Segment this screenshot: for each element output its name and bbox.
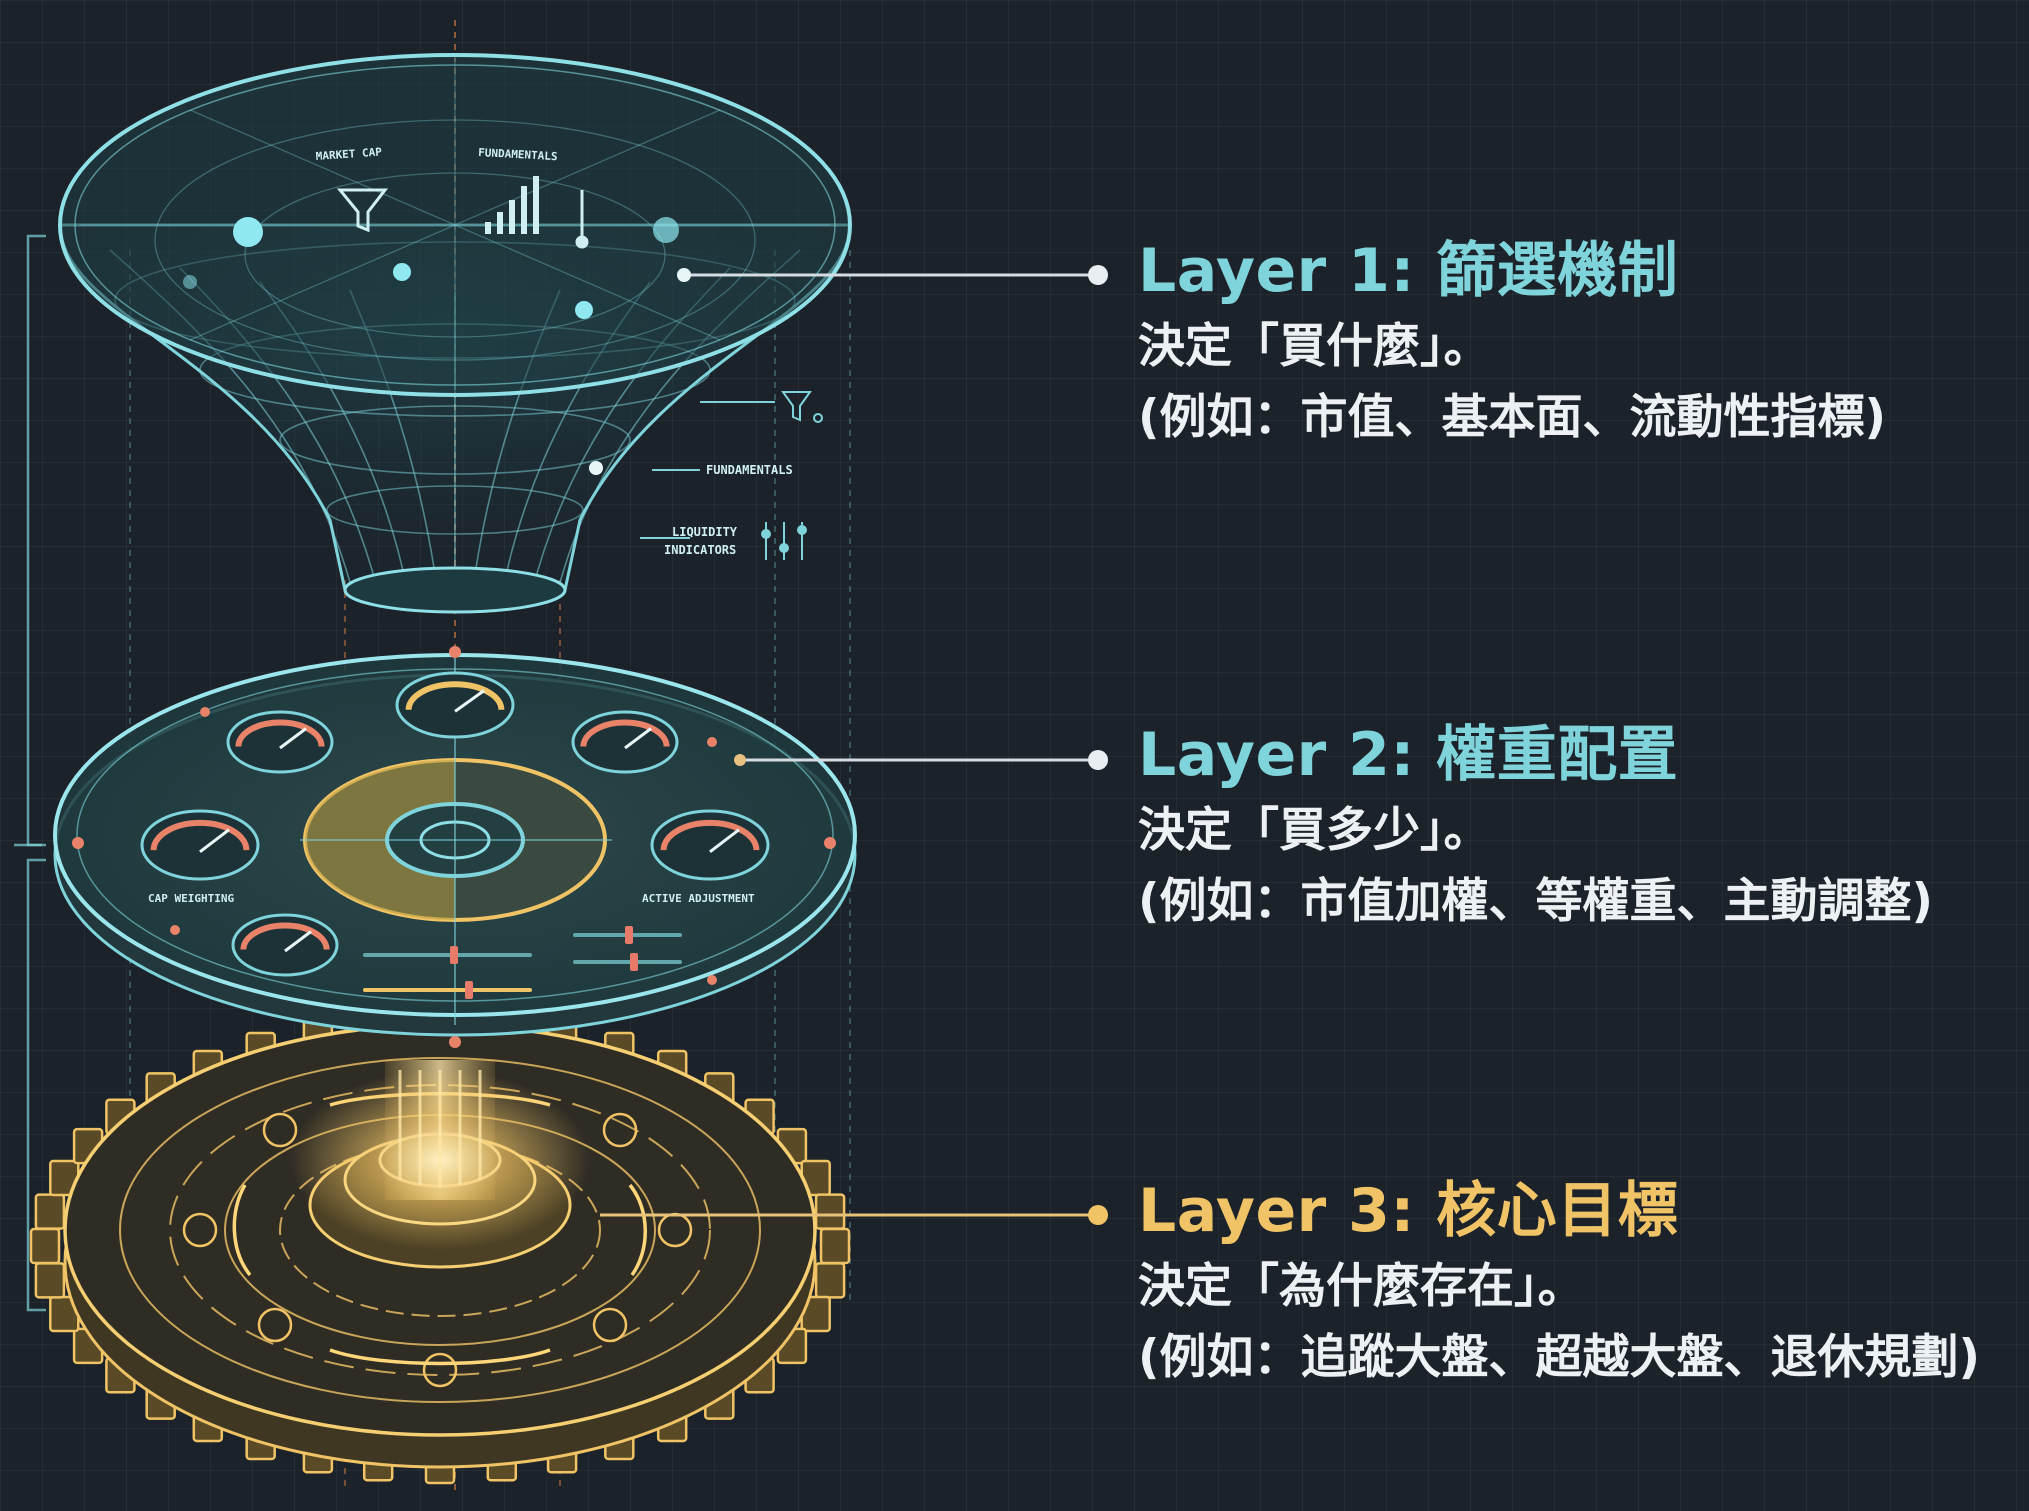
node-dots bbox=[183, 217, 679, 319]
layer-1-line2: (例如：市值、基本面、流動性指標) bbox=[1138, 389, 1886, 445]
slider-icon bbox=[761, 522, 807, 560]
layer-2-block: Layer 2: 權重配置 決定「買多少」。 (例如：市值加權、等權重、主動調整… bbox=[1138, 722, 2018, 937]
market-cap-label: MARKET CAP bbox=[315, 145, 382, 163]
layer-3-line1: 決定「為什麼存在」。 bbox=[1138, 1259, 1585, 1314]
gauge-icon bbox=[571, 710, 679, 774]
gear-tooth bbox=[29, 1227, 61, 1265]
gear-tooth bbox=[814, 1262, 846, 1299]
layer-1-line1: 決定「買什麼」。 bbox=[1138, 319, 1491, 374]
cap-weighting-label: CAP WEIGHTING bbox=[148, 892, 234, 905]
active-adjustment-label: ACTIVE ADJUSTMENT bbox=[642, 892, 755, 905]
indicators-label: INDICATORS bbox=[664, 543, 736, 557]
layer-2-line2: (例如：市值加權、等權重、主動調整) bbox=[1138, 873, 1933, 929]
gear-graphic bbox=[29, 1007, 851, 1485]
funnel-graphic: MARKET CAP FUNDAMENTALS bbox=[58, 53, 852, 614]
layer-2-title: Layer 2: 權重配置 bbox=[1138, 720, 1679, 790]
gear-tooth bbox=[34, 1262, 66, 1299]
gauge-icon bbox=[395, 671, 515, 739]
disc-graphic: CAP WEIGHTING ACTIVE ADJUSTMENT bbox=[53, 646, 857, 1048]
gear-tooth bbox=[814, 1193, 846, 1230]
gauge-icon bbox=[140, 809, 260, 881]
layer-1-title: Layer 1: 篩選機制 bbox=[1138, 236, 1679, 306]
layer-3-line2: (例如：追蹤大盤、超越大盤、退休規劃) bbox=[1138, 1329, 1980, 1385]
layer-2-line1: 決定「買多少」。 bbox=[1138, 803, 1491, 858]
left-bracket bbox=[14, 234, 46, 1312]
gear-tooth bbox=[819, 1227, 851, 1265]
gauge-icon bbox=[231, 913, 339, 977]
funnel-icon bbox=[336, 188, 389, 233]
gauge-icon bbox=[226, 710, 334, 774]
fundamentals-side-label: FUNDAMENTALS bbox=[706, 463, 793, 477]
gear-tooth bbox=[34, 1193, 66, 1230]
funnel-annotations bbox=[640, 391, 823, 560]
connector-lines bbox=[600, 265, 1108, 1225]
layer-3-block: Layer 3: 核心目標 決定「為什麼存在」。 (例如：追蹤大盤、超越大盤、退… bbox=[1138, 1178, 2018, 1393]
fundamentals-top-label: FUNDAMENTALS bbox=[478, 146, 558, 163]
layer-3-title: Layer 3: 核心目標 bbox=[1138, 1176, 1679, 1246]
liquidity-label: LIQUIDITY bbox=[672, 525, 738, 539]
bar-chart-icon bbox=[485, 176, 539, 234]
layer-1-block: Layer 1: 篩選機制 決定「買什麼」。 (例如：市值、基本面、流動性指標) bbox=[1138, 238, 2018, 453]
thermometer-icon bbox=[575, 190, 589, 249]
gauge-icon bbox=[650, 809, 770, 881]
